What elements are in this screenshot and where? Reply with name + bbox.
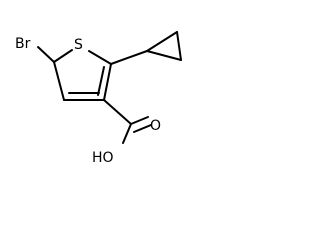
molecule-structure: S Br O HO xyxy=(15,31,182,166)
bond-c2-cyclopropyl xyxy=(110,50,148,65)
sulfur-label: S xyxy=(74,37,83,53)
bond-c3-c2-inner xyxy=(97,66,105,96)
bond-c3-c2 xyxy=(103,63,112,101)
hydroxyl-label: HO xyxy=(92,150,114,166)
bond-c3-carboxyl xyxy=(103,99,132,125)
bond-c5-c4 xyxy=(53,61,65,101)
bond-s-c2 xyxy=(88,50,112,65)
bond-c5-br xyxy=(37,46,55,63)
bond-carbonyl-b xyxy=(133,124,152,133)
bond-cyclopropyl-a xyxy=(146,31,178,52)
bond-carbonyl-a xyxy=(130,116,149,125)
bond-cyclopropyl-c xyxy=(146,50,182,61)
bond-s-c5 xyxy=(53,49,73,63)
bromine-label: Br xyxy=(15,36,31,52)
bond-carboxyl-oh xyxy=(122,123,132,144)
bond-cyclopropyl-b xyxy=(176,31,182,61)
carbonyl-oxygen-label: O xyxy=(150,118,161,134)
